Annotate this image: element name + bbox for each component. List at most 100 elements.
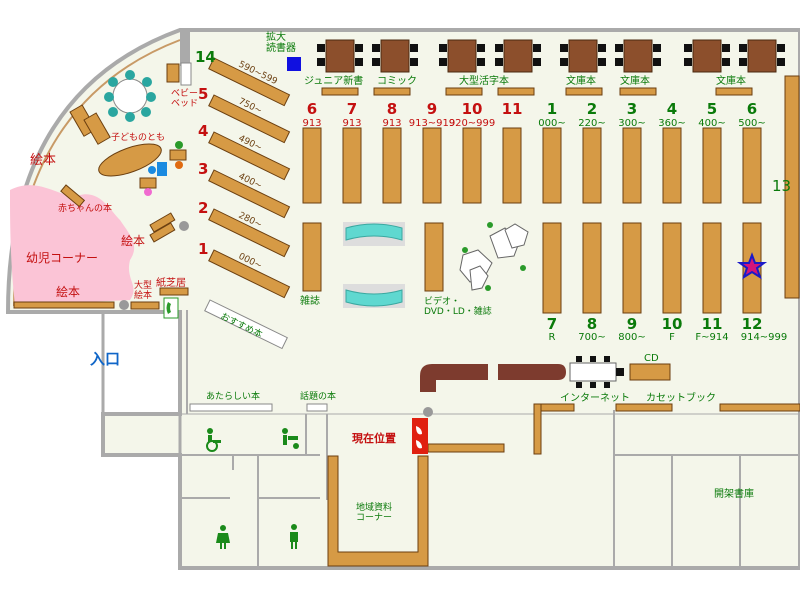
- diagonal-shelf-2[interactable]: [208, 208, 291, 258]
- diagonal-shelf-4[interactable]: [208, 131, 291, 181]
- category-shelf[interactable]: [321, 87, 359, 96]
- new-books-shelf[interactable]: [189, 403, 273, 412]
- shelf-bottom-9[interactable]: [622, 222, 642, 314]
- diagonal-shelf-number: 2: [198, 199, 208, 217]
- shelf-top-8[interactable]: [582, 127, 602, 204]
- reading-table: [372, 39, 418, 73]
- stack-room-label: 開架書庫: [714, 487, 754, 500]
- recommended-shelf[interactable]: [204, 299, 288, 350]
- shelf-number: 2: [587, 100, 597, 118]
- shelf-top-12[interactable]: [742, 127, 762, 204]
- shelf-top-7[interactable]: [542, 127, 562, 204]
- cd-label: CD: [644, 353, 659, 364]
- shelf-13[interactable]: [784, 75, 800, 299]
- wheelchair-icon: [206, 428, 221, 452]
- shelf-top-11[interactable]: [702, 127, 722, 204]
- shelf-bottom-11[interactable]: [702, 222, 722, 314]
- shelf-number: 10: [662, 315, 683, 333]
- shelf-number: 3: [627, 100, 637, 118]
- shelf-number: 6: [747, 100, 757, 118]
- current-location-label: 現在位置: [352, 431, 396, 445]
- shelf-range: 400~: [698, 118, 725, 129]
- shelf-bottom-7[interactable]: [542, 222, 562, 314]
- cd-area[interactable]: [569, 356, 671, 388]
- video-label: ビデオ・DVD・LD・雑誌: [424, 295, 492, 317]
- category-shelf[interactable]: [565, 87, 603, 96]
- service-counter-2: [498, 364, 566, 380]
- diagonal-shelf-5[interactable]: [208, 94, 291, 144]
- reading-tables-top: [317, 39, 785, 73]
- shelf-range: 360~: [658, 118, 685, 129]
- shelf-range: 913: [342, 118, 361, 129]
- shelf-top-3[interactable]: [382, 127, 402, 204]
- diagonal-shelf-3[interactable]: [208, 169, 291, 219]
- bunko-label-3: 文庫本: [716, 74, 746, 87]
- magnifier-device[interactable]: [287, 57, 301, 71]
- shelf-bottom-10[interactable]: [662, 222, 682, 314]
- diagonal-shelf-number: 4: [198, 122, 208, 140]
- shelf-top-9[interactable]: [622, 127, 642, 204]
- category-shelf[interactable]: [373, 87, 411, 96]
- shelf-number: 9: [427, 100, 437, 118]
- magazine-shelf[interactable]: [302, 222, 322, 292]
- shelf-top-5[interactable]: [462, 127, 482, 204]
- new-books-label: あたらしい本: [206, 390, 260, 402]
- toddler-area-carpet: [10, 185, 135, 305]
- indoor-pools: [343, 222, 405, 308]
- shelf-range: 000~: [538, 118, 565, 129]
- category-shelf[interactable]: [497, 87, 535, 96]
- shelf-number-labels: 590~59914750~5490~4400~3280~2000~1691379…: [195, 48, 787, 343]
- shelf-top-2[interactable]: [342, 127, 362, 204]
- shelf-number: 7: [547, 315, 557, 333]
- comic-label: コミック: [377, 75, 417, 87]
- shelf-number: 4: [667, 100, 677, 118]
- bunko-label-2: 文庫本: [620, 74, 650, 87]
- category-shelves-top: [321, 87, 753, 96]
- akachan-label: 赤ちゃんの本: [58, 202, 112, 214]
- reading-table: [560, 39, 606, 73]
- shelf-top-4[interactable]: [422, 127, 442, 204]
- shelf-range: R: [549, 332, 556, 343]
- ehon-label-3: 絵本: [56, 284, 80, 299]
- toddler-label: 幼児コーナー: [26, 251, 98, 265]
- star-marker: [736, 252, 768, 280]
- junior-label: ジュニア新書: [304, 74, 363, 87]
- entrance-label: 入口: [90, 350, 120, 368]
- diagonal-shelf-14[interactable]: [208, 57, 291, 107]
- shelf-top-1[interactable]: [302, 127, 322, 204]
- shelf-range: 913: [302, 118, 321, 129]
- reading-table: [684, 39, 730, 73]
- large-print-label: 大型活字本: [459, 74, 509, 87]
- shelf-bottom-8[interactable]: [582, 222, 602, 314]
- wall-pillar-top: [180, 30, 190, 66]
- shelf-top-6[interactable]: [502, 127, 522, 204]
- magazine-label: 雑誌: [300, 294, 320, 307]
- shelf-number: 5: [707, 100, 717, 118]
- diagonal-shelves: [208, 57, 291, 299]
- bunko-label-1: 文庫本: [566, 74, 596, 87]
- reading-table: [739, 39, 785, 73]
- shelf-range: F~914: [695, 332, 728, 343]
- diagonal-shelf-number: 1: [198, 240, 208, 258]
- category-shelf[interactable]: [619, 87, 657, 96]
- reading-table: [439, 39, 485, 73]
- diagonal-shelf-number: 14: [195, 48, 216, 66]
- text-labels: 拡大読書器 ジュニア新書 コミック 大型活字本 文庫本 文庫本 文庫本 ベビーベ…: [26, 30, 791, 523]
- shelf-top-10[interactable]: [662, 127, 682, 204]
- category-shelf[interactable]: [445, 87, 483, 96]
- shelf-number: 12: [742, 315, 763, 333]
- shelf-number: 9: [627, 315, 637, 333]
- category-shelf[interactable]: [715, 87, 753, 96]
- shelf-range: 220~: [578, 118, 605, 129]
- shelf-range: 800~: [618, 332, 645, 343]
- womens-restroom-icon: [216, 525, 230, 549]
- av-booths[interactable]: [459, 222, 529, 291]
- lower-shelves: [327, 403, 800, 567]
- video-shelf[interactable]: [424, 222, 444, 292]
- baby-care-icon: [282, 428, 299, 449]
- diagonal-shelf-1[interactable]: [208, 249, 291, 299]
- kids-dots: [119, 141, 433, 417]
- topic-books-shelf[interactable]: [306, 403, 328, 412]
